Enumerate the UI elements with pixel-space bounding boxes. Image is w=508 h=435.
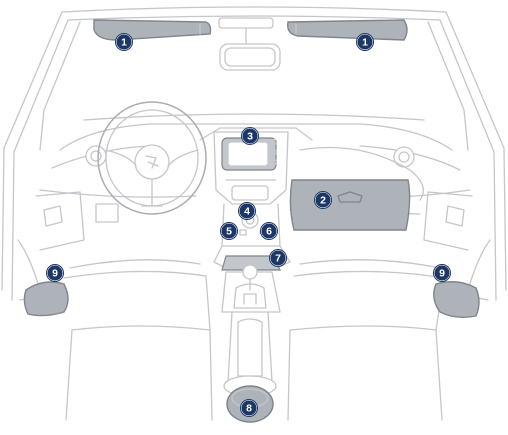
front-seat-left (63, 259, 213, 421)
centre-console (213, 131, 291, 269)
callout-badge-8: 8 (240, 399, 258, 417)
callout-badge-2: 2 (314, 191, 332, 209)
callout-badge-4: 4 (238, 202, 256, 220)
glovebox (289, 179, 411, 231)
door-pocket-left (23, 281, 69, 317)
callout-badge-6: 6 (260, 222, 278, 240)
callout-badge-1-left: 1 (115, 33, 133, 51)
rear-console (223, 311, 277, 397)
callout-badges: 1 1 2 3 4 5 6 (46, 33, 451, 417)
callout-badge-1-right: 1 (356, 33, 374, 51)
steering-wheel (97, 101, 207, 215)
callout-label: 1 (121, 37, 127, 49)
door-pocket-right (433, 281, 480, 319)
callout-badge-9-right: 9 (433, 264, 451, 282)
sun-visor-right (287, 19, 408, 41)
callout-label: 2 (320, 195, 326, 207)
rear-view-mirror (218, 17, 281, 71)
callout-label: 1 (362, 37, 368, 49)
callout-label: 8 (246, 403, 252, 415)
callout-label: 5 (226, 226, 232, 238)
callout-label: 3 (247, 131, 253, 143)
callout-label: 7 (275, 253, 281, 265)
callout-label: 9 (439, 268, 445, 280)
windscreen-frame (3, 6, 505, 153)
callout-badge-7: 7 (269, 249, 287, 267)
storage-tray (221, 255, 281, 271)
callout-label: 6 (266, 226, 272, 238)
sun-visor-left (93, 19, 212, 41)
callout-label: 9 (52, 268, 58, 280)
callout-badge-5: 5 (220, 222, 238, 240)
callout-badge-9-left: 9 (46, 264, 64, 282)
callout-badge-3: 3 (241, 127, 259, 145)
callout-label: 4 (244, 206, 250, 218)
gear-lever (221, 264, 281, 313)
front-seat-right (287, 259, 445, 421)
